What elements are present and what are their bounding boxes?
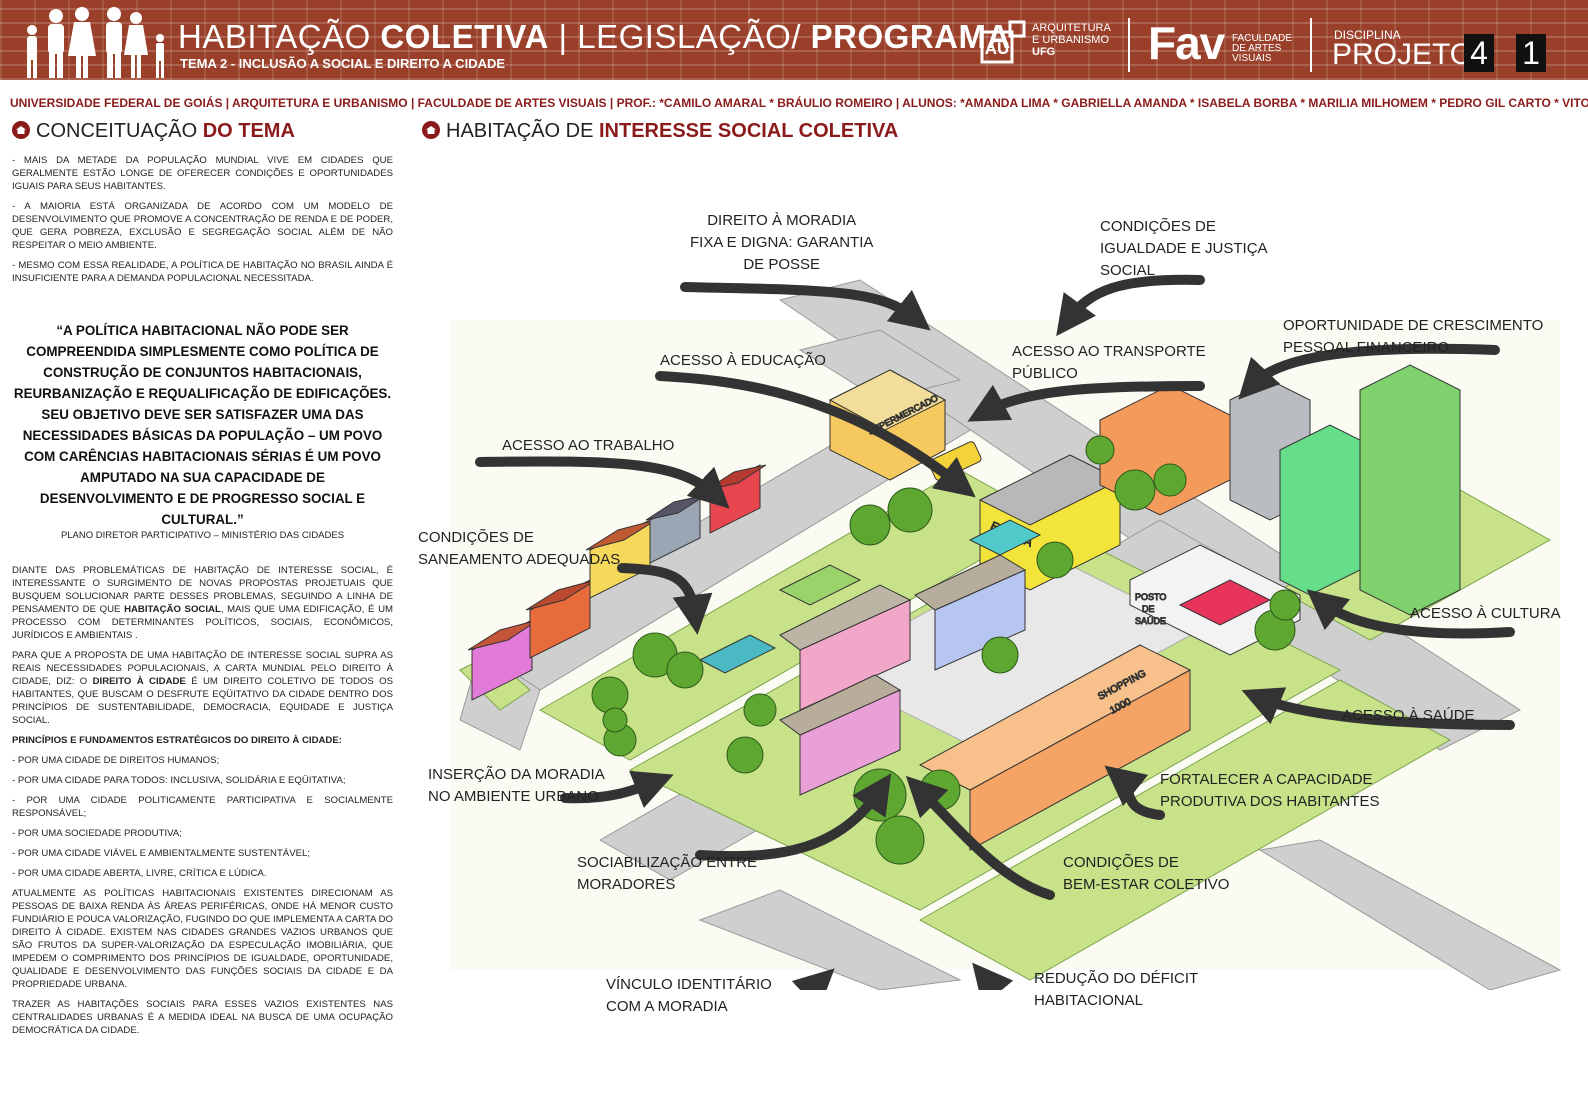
quote-source: PLANO DIRETOR PARTICIPATIVO – MINISTÉRIO… (60, 530, 345, 541)
header-divider (1310, 18, 1312, 72)
au-logo-icon: AU (980, 20, 1026, 64)
arrow-igualdade (1056, 274, 1205, 337)
banner-subtitle: TEMA 2 - INCLUSÃO A SOCIAL E DIREITO A C… (180, 56, 506, 71)
health-sign-3: SAÚDE (1135, 616, 1166, 626)
houses (467, 464, 767, 701)
arrow-bemestar (905, 775, 1055, 900)
principle-item: - POR UMA CIDADE VIÁVEL E AMBIENTALMENTE… (12, 848, 311, 859)
principle-item: - POR UMA CIDADE POLITICAMENTE PARTICIPA… (12, 795, 393, 819)
label-cultura: ACESSO À CULTURA (1410, 605, 1561, 622)
health-sign-2: DE (1142, 604, 1155, 614)
principle-item: - POR UMA CIDADE ABERTA, LIVRE, CRÍTICA … (12, 868, 267, 879)
intro-text: - MAIS DA METADE DA POPULAÇÃO MUNDIAL VI… (12, 154, 393, 292)
home-icon (422, 121, 440, 139)
intro-paragraph: - A MAIORIA ESTÁ ORGANIZADA DE ACORDO CO… (12, 201, 393, 251)
home-icon (12, 121, 30, 139)
towers (1229, 364, 1461, 616)
paragraph-habitacao-social: DIANTE DAS PROBLEMÁTICAS DE HABITAÇÃO DE… (12, 565, 394, 641)
intro-paragraph: - MAIS DA METADE DA POPULAÇÃO MUNDIAL VI… (12, 155, 393, 192)
principle-item: - POR UMA SOCIEDADE PRODUTIVA; (12, 828, 182, 839)
intro-paragraph: - MESMO COM ESSA REALIDADE, A POLÍTICA D… (12, 260, 393, 284)
arrow-educacao (655, 371, 976, 498)
discipline-label: DISCIPLINA (1334, 28, 1401, 42)
body-text: DIANTE DAS PROBLEMÁTICAS DE HABITAÇÃO DE… (12, 564, 393, 1044)
banner-title: HABITAÇÃO COLETIVA | LEGISLAÇÃO/ PROGRAM… (178, 18, 1011, 55)
housing-blocks (779, 554, 1027, 796)
supermarket-building: SUPERMERCADO (828, 369, 947, 481)
principle-item: - POR UMA CIDADE PARA TODOS: INCLUSIVA, … (12, 775, 346, 786)
arrow-insercao (560, 770, 674, 808)
arrow-cultura (1306, 589, 1515, 639)
label-saude: ACESSO À SAÚDE (1342, 707, 1475, 724)
sheet-number: 1 (1516, 34, 1546, 72)
au-mark: AU (985, 39, 1010, 58)
pool (698, 634, 777, 674)
shopping-building: SHOPPING 1000 (918, 644, 1192, 851)
arrow-deficit (972, 962, 1014, 990)
paragraph-direito-cidade: PARA QUE A PROPOSTA DE UMA HABITAÇÃO DE … (12, 650, 393, 726)
principles-title: PRINCÍPIOS E FUNDAMENTOS ESTRATÉGICOS DO… (12, 735, 342, 746)
paragraph-politicas: ATUALMENTE AS POLÍTICAS HABITACIONAIS EX… (12, 888, 393, 990)
section-title-conceituacao: CONCEITUAÇÃO DO TEMA (12, 120, 295, 143)
credits-line: UNIVERSIDADE FEDERAL DE GOIÁS | ARQUITET… (10, 96, 1588, 110)
arrow-saude (1241, 687, 1515, 730)
project-number: 4 (1464, 34, 1494, 72)
arrow-saneamento (617, 563, 713, 635)
label-educacao: ACESSO À EDUCAÇÃO (660, 352, 826, 369)
arrow-produtiva (1104, 765, 1165, 820)
arrows (475, 274, 1515, 990)
arrow-trabalho (475, 456, 730, 509)
project-label: PROJETO (1332, 38, 1474, 71)
health-sign-1: POSTO (1135, 592, 1166, 602)
paragraph-vazios: TRAZER AS HABITAÇÕES SOCIAIS PARA ESSES … (12, 999, 393, 1036)
policy-quote: “A POLÍTICA HABITACIONAL NÃO PODE SER CO… (13, 323, 392, 527)
arrow-moradia (680, 282, 931, 331)
section-title-habitacao: HABITAÇÃO DE INTERESSE SOCIAL COLETIVA (422, 120, 898, 143)
arrow-crescimento (1238, 343, 1500, 400)
city-illustration: SUPERMERCADO ESCOLA POSTO DE SAÚDE SHOPP… (450, 274, 1562, 990)
arrow-transporte (967, 381, 1205, 422)
principle-item: - POR UMA CIDADE DE DIREITOS HUMANOS; (12, 755, 220, 766)
header-banner: HABITAÇÃO COLETIVA | LEGISLAÇÃO/ PROGRAM… (0, 0, 1588, 80)
header-divider (1128, 18, 1130, 72)
fav-logo: Fav (1148, 17, 1225, 69)
label-trabalho: ACESSO AO TRABALHO (502, 437, 675, 454)
arrow-sociabilizacao (695, 773, 892, 862)
school-building: ESCOLA (968, 454, 1122, 591)
family-silhouettes-icon (27, 7, 164, 78)
sports-field (778, 564, 862, 606)
